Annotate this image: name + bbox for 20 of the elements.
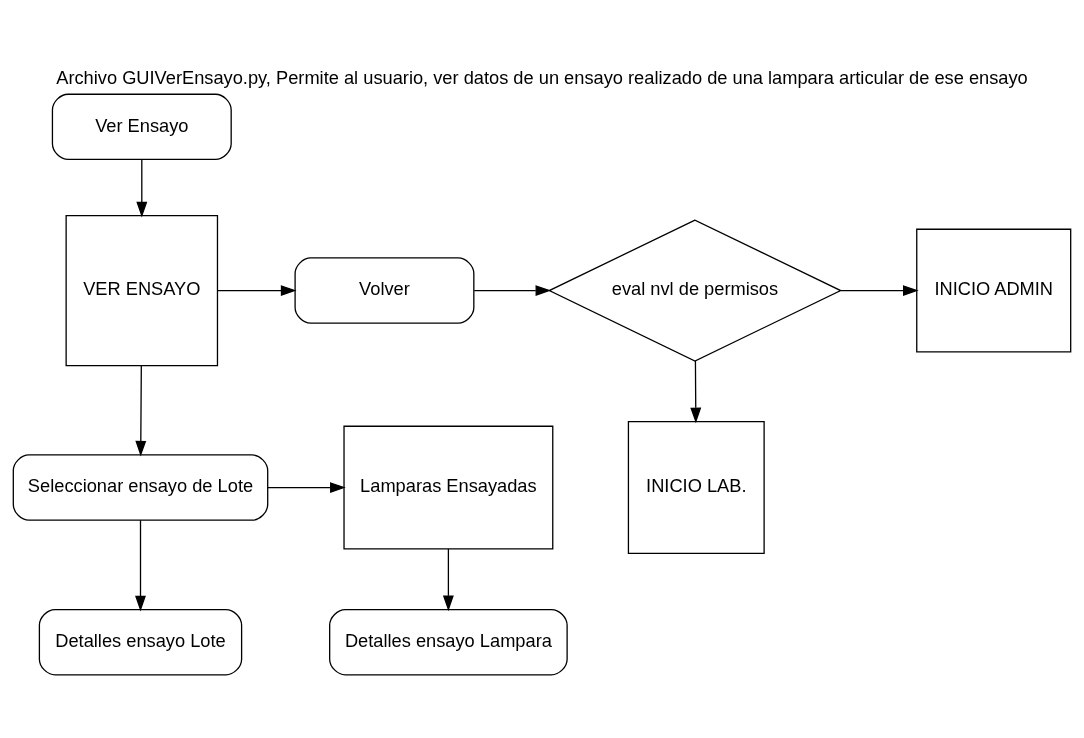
node-box: Ver Ensayo (51, 93, 232, 160)
arrow (135, 519, 146, 611)
arrow (473, 284, 552, 296)
node-box: Seleccionar ensayo de Lote (12, 453, 269, 521)
arrow (217, 284, 297, 296)
arrow (840, 284, 919, 296)
arrow (135, 364, 147, 457)
node-box: VER ENSAYO (65, 214, 219, 366)
arrow (442, 547, 454, 611)
node-diamond: eval nvl de permisos (547, 218, 843, 362)
node-box: Lamparas Ensayadas (343, 425, 554, 550)
node-box: INICIO ADMIN (916, 228, 1072, 353)
node-box: Detalles ensayo Lampara (329, 608, 568, 675)
node-box: Volver (294, 256, 475, 324)
diagram-title: Archivo GUIVerEnsayo.py, Permite al usuario, ver datos de un ensayo realizado de una lampara articular de ese ensayo (56, 66, 1028, 88)
arrow (267, 481, 346, 493)
arrow (136, 158, 148, 217)
node-box: INICIO LAB. (627, 420, 765, 554)
arrow (690, 359, 702, 423)
node-box: Detalles ensayo Lote (38, 608, 243, 675)
